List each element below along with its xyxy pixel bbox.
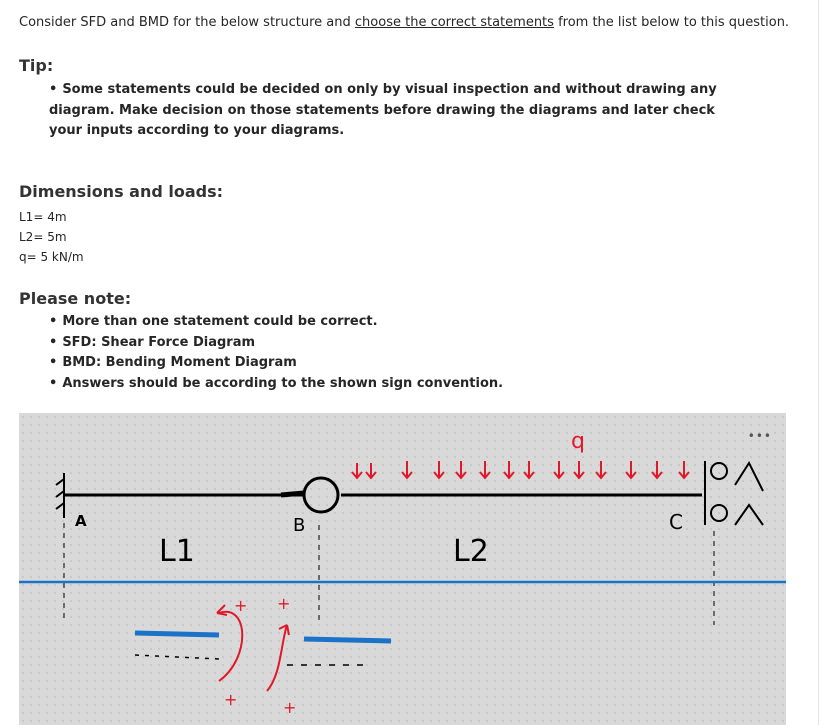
dimension-l2: L2= 5m: [19, 230, 67, 244]
beam-thick-mark: [280, 490, 305, 498]
dimensions-list: L1= 4m L2= 5m q= 5 kN/m: [19, 207, 84, 267]
label-a: A: [75, 512, 87, 530]
distributed-load-q: [351, 461, 690, 480]
question-pre: Consider SFD and BMD for the below struc…: [19, 15, 355, 30]
fixed-support-a: [55, 473, 65, 518]
structure-figure: ••• A B: [19, 413, 786, 725]
notes-list: More than one statement could be correct…: [49, 312, 503, 394]
question-text: Consider SFD and BMD for the below struc…: [19, 14, 789, 32]
ellipsis-icon[interactable]: •••: [747, 429, 772, 443]
notes-heading: Please note:: [19, 289, 132, 308]
sign-convention: [216, 604, 290, 692]
note-text: More than one statement could be correct…: [62, 314, 378, 329]
note-item: SFD: Shear Force Diagram: [49, 333, 503, 354]
sign-plus: +: [283, 698, 296, 717]
sign-plus: +: [277, 594, 290, 613]
note-text: BMD: Bending Moment Diagram: [62, 355, 297, 370]
shear-left-dash: [134, 654, 220, 660]
label-q: q: [571, 429, 585, 454]
sign-plus: +: [224, 690, 237, 709]
tip-heading: Tip:: [19, 56, 54, 75]
note-item: BMD: Bending Moment Diagram: [49, 353, 503, 374]
roller-support-c: [704, 460, 764, 526]
guide-lines: [63, 523, 715, 625]
question-emphasis: choose the correct statements: [354, 15, 554, 30]
note-item: More than one statement could be correct…: [49, 312, 503, 333]
question-post: from the list below to this question.: [553, 15, 790, 30]
tip-bullet: Some statements could be decided on only…: [49, 80, 749, 142]
sign-plus: +: [234, 596, 247, 615]
label-l2: L2: [453, 534, 489, 569]
shear-left-stroke: [134, 630, 220, 638]
label-c: C: [669, 510, 683, 534]
note-text: Answers should be according to the shown…: [62, 375, 504, 391]
shear-right-stroke: [303, 636, 392, 644]
dimension-l1: L1= 4m: [19, 210, 67, 224]
dimension-q: q= 5 kN/m: [19, 250, 84, 264]
note-item: Answers should be according to the shown…: [49, 374, 503, 395]
label-l1: L1: [159, 534, 195, 569]
page-border: [818, 0, 819, 725]
tip-bullet-text: Some statements could be decided on only…: [49, 82, 717, 138]
structure-drawing: A B q: [19, 429, 786, 717]
label-b: B: [293, 515, 305, 536]
note-text: SFD: Shear Force Diagram: [62, 334, 256, 350]
hinge-b: [302, 476, 340, 514]
dimensions-heading: Dimensions and loads:: [19, 182, 224, 201]
